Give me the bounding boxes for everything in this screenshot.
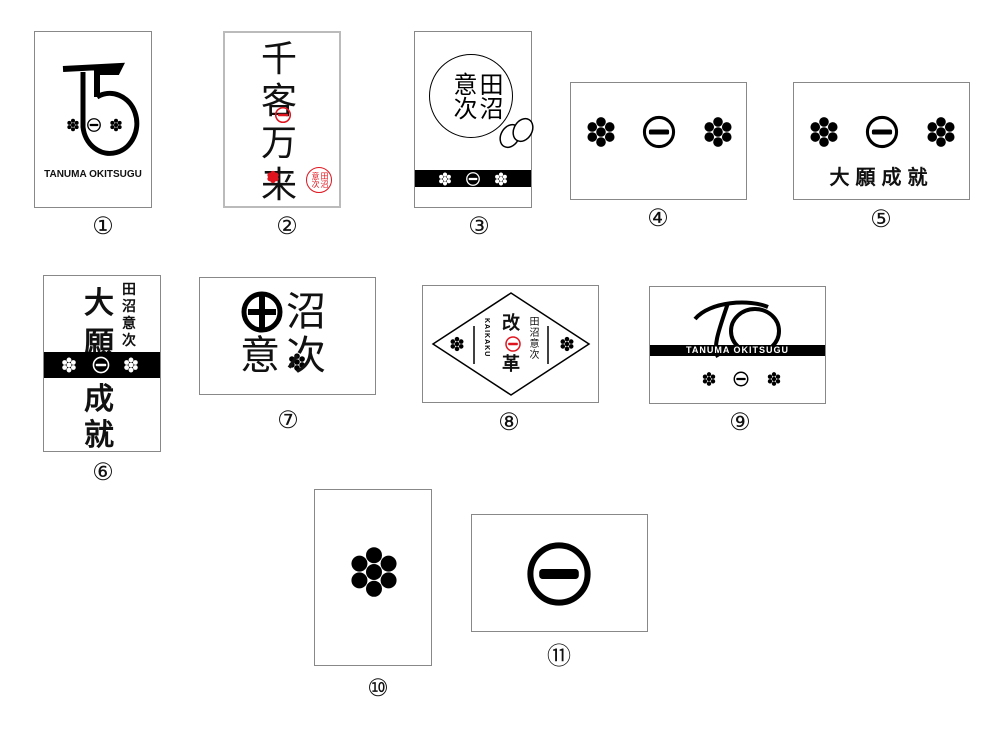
design-card-1: TANUMA OKITSUGU: [34, 31, 152, 208]
design-2-red-seal: 田沼意次: [306, 167, 332, 193]
ta-mon-logo: [241, 291, 305, 371]
mon-row: [587, 83, 732, 201]
design-2-char-1: 千: [261, 39, 298, 80]
design-card-9: TANUMA OKITSUGU: [649, 286, 826, 404]
mon-row: [702, 370, 781, 388]
design-2-char-4: 来: [261, 165, 298, 206]
design-card-5: 大願成就: [793, 82, 970, 200]
design-7-char-3: 次: [286, 333, 326, 379]
hana-mon: [351, 547, 397, 597]
design-8-bottom: 革: [502, 354, 520, 375]
design-number-2: ②: [276, 212, 298, 240]
sandals-icon: [499, 117, 534, 149]
design-6-side-1: 田: [122, 282, 136, 298]
design-6-bottom-2: 就: [84, 418, 114, 453]
design-6-side-4: 次: [122, 333, 136, 349]
design-8-latin: KAIKAKU: [483, 318, 490, 358]
design-card-11: [471, 514, 648, 632]
design-number-5: ⑤: [870, 205, 892, 233]
design-number-11: ⑪: [547, 642, 571, 670]
design-card-8: KAIKAKU 改 革 田沼意次: [422, 285, 599, 403]
design-card-2: 千 客 万 来 田沼意次: [223, 31, 341, 208]
design-6-bottom-1: 成: [84, 382, 114, 417]
design-card-10: [314, 489, 432, 666]
design-9-name: TANUMA OKITSUGU: [686, 345, 789, 355]
design-2-char-3: 万: [261, 123, 298, 164]
design-number-4: ④: [647, 204, 669, 232]
design-3-circle-text: 田沼意次: [429, 54, 513, 138]
design-number-3: ③: [468, 212, 490, 240]
design-number-10: ⑩: [367, 674, 389, 702]
black-band: [650, 345, 825, 356]
design-5-text: 大願成就: [829, 165, 934, 189]
design-card-4: [570, 82, 747, 200]
to-monogram-logo: [62, 62, 140, 156]
design-number-6: ⑥: [92, 458, 114, 486]
design-card-7: 沼 意 次: [199, 277, 376, 395]
design-number-7: ⑦: [277, 406, 299, 434]
diamond-frame: [431, 292, 591, 396]
design-number-8: ⑧: [498, 408, 520, 436]
design-8-top: 改: [502, 313, 520, 334]
design-6-side-2: 沼: [122, 299, 136, 315]
design-1-name: TANUMA OKITSUGU: [44, 169, 142, 180]
design-7-char-1: 沼: [286, 289, 326, 335]
design-6-side-3: 意: [122, 316, 136, 332]
mon-row: [439, 171, 507, 187]
design-6-top-1: 大: [84, 286, 114, 321]
design-8-side: 田沼意次: [527, 316, 538, 360]
design-number-1: ①: [92, 212, 114, 240]
maru-ni-ichi-mon: [472, 515, 649, 633]
design-7-char-2: 意: [240, 333, 280, 379]
design-card-6: 大願 田沼意次 成就: [43, 275, 161, 453]
design-card-3: 田沼意次: [414, 31, 534, 208]
design-number-9: ⑨: [729, 408, 751, 436]
